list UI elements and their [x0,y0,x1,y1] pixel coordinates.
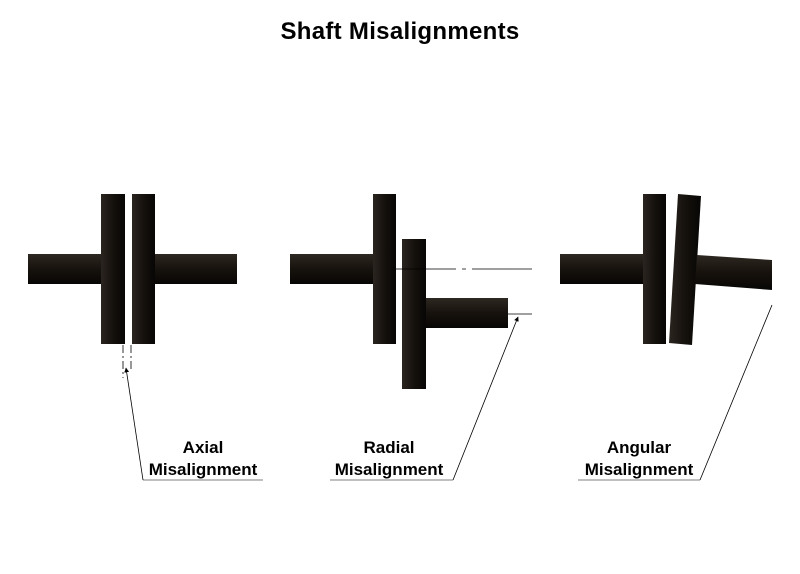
axial-left-shaft [28,254,104,284]
radial-leader-line [452,316,519,481]
diagram-title: Shaft Misalignments [280,18,520,45]
angular-right-shaft [695,255,772,290]
axial-label-line2: Misalignment [148,460,258,479]
axial-right-flange [132,194,155,344]
angular-leader-line [699,304,773,481]
radial-misalignment-figure [290,194,532,481]
angular-misalignment-label: Angular Misalignment [578,437,700,481]
axial-left-flange [101,194,125,344]
radial-left-shaft [290,254,376,284]
angular-label-line1: Angular [606,438,672,457]
angular-label-line2: Misalignment [584,460,694,479]
angular-left-shaft [560,254,646,284]
axial-misalignment-label: Axial Misalignment [143,437,263,481]
axial-label-line1: Axial [182,438,224,457]
angular-left-flange [643,194,666,344]
radial-misalignment-label: Radial Misalignment [329,437,449,481]
radial-left-flange [373,194,396,344]
radial-right-flange [402,239,426,389]
angular-misalignment-figure [560,194,773,481]
radial-label-line2: Misalignment [334,460,444,479]
axial-right-shaft [153,254,237,284]
angular-right-flange [669,194,701,345]
axial-leader-line [124,367,144,481]
radial-right-shaft [424,298,508,328]
axial-misalignment-figure [28,194,263,481]
radial-label-line1: Radial [363,438,415,457]
